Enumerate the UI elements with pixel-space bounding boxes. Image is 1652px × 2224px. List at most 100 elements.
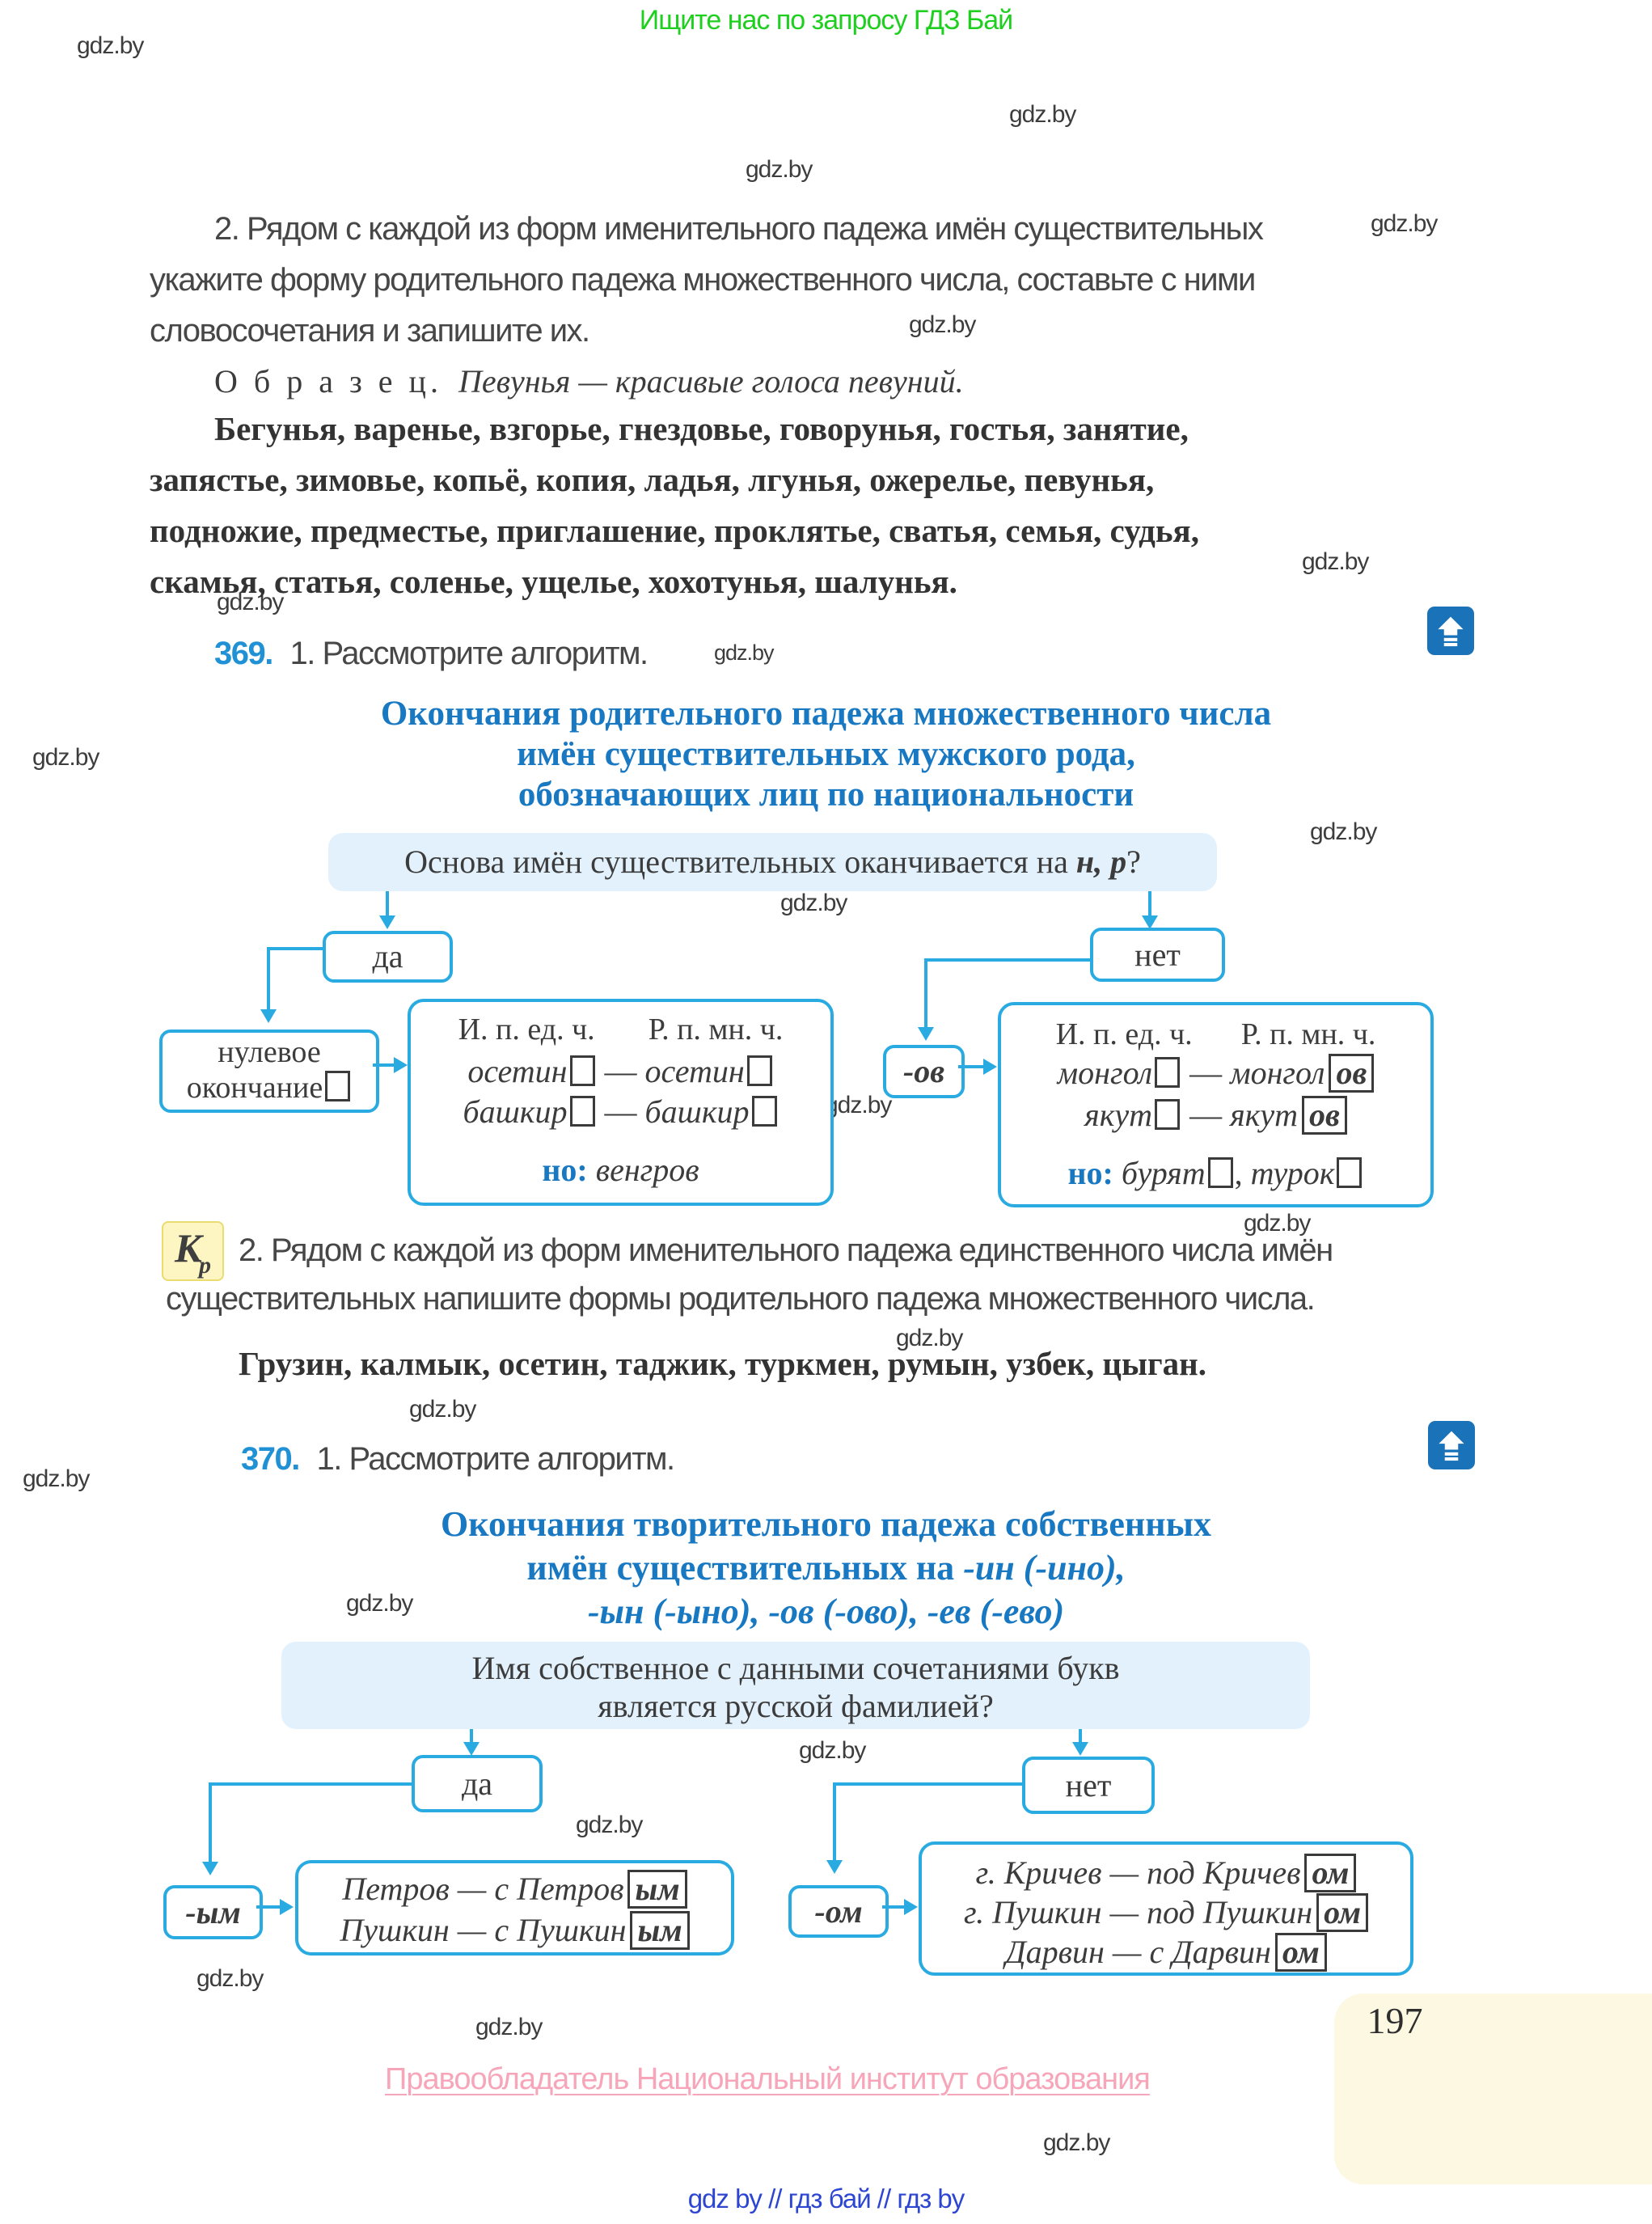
flow1-question-text: Основа имён существительных оканчивается… bbox=[404, 844, 1076, 880]
flow1-arrowhead-down bbox=[379, 915, 395, 929]
algorithm2-heading: Окончания творительного падежа собственн… bbox=[0, 1503, 1652, 1634]
watermark-gdz: gdz.by bbox=[825, 1092, 892, 1118]
ending-box-ym: ым bbox=[630, 1911, 690, 1950]
heading-line: имён существительных мужского рода, bbox=[517, 735, 1135, 773]
flow1-question-emphasis: н, р bbox=[1075, 844, 1127, 880]
kr-letter: К bbox=[175, 1225, 202, 1271]
obrazec-example: Певунья — красивые голоса певуний. bbox=[458, 363, 964, 400]
heading-line: обозначающих лиц по национальности bbox=[518, 776, 1134, 814]
watermark-gdz: gdz.by bbox=[780, 890, 847, 916]
watermark-gdz: gdz.by bbox=[475, 2014, 543, 2040]
watermark-gdz: gdz.by bbox=[23, 1465, 90, 1492]
flow2-arrow-line bbox=[256, 1905, 281, 1909]
heading-line: -ын (-ыно), -ов (-ово), -ев (-ево) bbox=[587, 1592, 1065, 1631]
task1-paragraph: 2. Рядом с каждой из форм именительного … bbox=[150, 204, 1379, 357]
kr-sub-letter: р bbox=[198, 1252, 211, 1279]
heading-line: имён существительных на -ин (-ино), bbox=[526, 1548, 1126, 1588]
flow1-yes-box: да bbox=[323, 931, 453, 983]
page-number-panel bbox=[1334, 1994, 1652, 2184]
ending-box-om: ом bbox=[1274, 1933, 1327, 1972]
exercise-370-intro: 370. 1. Рассмотрите алгоритм. bbox=[241, 1441, 675, 1478]
flow1-arrow-line bbox=[386, 891, 389, 917]
flow2-om-ending-box: -ом bbox=[788, 1885, 889, 1938]
flow2-arrowhead-right bbox=[904, 1899, 918, 1915]
flow1-arrow-line bbox=[373, 1063, 395, 1067]
ending-box-om: ом bbox=[1316, 1893, 1369, 1932]
flow2-no-box: нет bbox=[1022, 1757, 1155, 1814]
arrow-up-icon bbox=[1439, 1431, 1464, 1461]
kr-control-badge: Кр bbox=[162, 1221, 224, 1281]
word-list-line: запястье, зимовье, копьё, копия, ладья, … bbox=[150, 461, 1155, 498]
flow2-ym-ending-box: -ым bbox=[163, 1885, 263, 1939]
ending-box-om: ом bbox=[1304, 1854, 1357, 1892]
flow2-arrowhead-down bbox=[826, 1860, 843, 1874]
page-number: 197 bbox=[1367, 2000, 1423, 2041]
word-list-line: скамья, статья, соленье, ущелье, хохотун… bbox=[150, 563, 957, 600]
empty-ending-square bbox=[569, 1055, 595, 1086]
example-row: башкир — башкир bbox=[411, 1093, 830, 1131]
flow1-arrowhead-right bbox=[394, 1057, 408, 1073]
watermark-gdz: gdz.by bbox=[217, 589, 284, 615]
flow2-arrowhead-down bbox=[463, 1742, 480, 1756]
flow1-examples-left-box: И. п. ед. ч.Р. п. мн. ч. осетин — осетин… bbox=[408, 999, 834, 1206]
watermark-gdz: gdz.by bbox=[32, 744, 99, 771]
flow2-yes-box: да bbox=[412, 1755, 543, 1812]
watermark-gdz: gdz.by bbox=[746, 156, 813, 183]
flow2-arrowhead-down bbox=[1072, 1742, 1088, 1756]
copyright-link[interactable]: Правообладатель Национальный институт об… bbox=[385, 2062, 1151, 2096]
watermark-gdz: gdz.by bbox=[576, 1812, 643, 1838]
task1-line: 2. Рядом с каждой из форм именительного … bbox=[214, 211, 1264, 247]
flow1-arrowhead-right bbox=[983, 1059, 997, 1075]
flow2-arrowhead-down bbox=[202, 1862, 218, 1875]
flow1-arrowhead-down bbox=[918, 1027, 934, 1041]
flow1-arrowhead-down bbox=[1142, 915, 1158, 929]
empty-ending-square bbox=[1207, 1157, 1233, 1188]
case-col-nominative: И. п. ед. ч. bbox=[1055, 1017, 1193, 1051]
zero-ending-line: нулевое bbox=[218, 1035, 321, 1069]
empty-ending-square bbox=[325, 1071, 351, 1101]
empty-ending-square bbox=[1337, 1157, 1363, 1188]
flow2-arrowhead-right bbox=[280, 1899, 294, 1915]
case-col-genitive: Р. п. мн. ч. bbox=[648, 1013, 784, 1046]
empty-ending-square bbox=[751, 1096, 777, 1127]
watermark-gdz: gdz.by bbox=[409, 1396, 476, 1423]
watermark-gdz: gdz.by bbox=[346, 1590, 413, 1617]
flow2-arrow-line bbox=[882, 1905, 906, 1909]
footer-links[interactable]: gdz by // гдз бай // гдз by bbox=[687, 2184, 965, 2213]
flow1-zero-ending-box: нулевое окончание bbox=[159, 1030, 379, 1113]
exception-word: бурят bbox=[1121, 1155, 1206, 1191]
flow1-arrow-line bbox=[958, 1065, 985, 1068]
back-to-top-icon[interactable] bbox=[1428, 1421, 1475, 1469]
word-list-line: подножие, предместье, приглашение, прокл… bbox=[150, 512, 1199, 549]
flow1-ov-ending-box: -ов bbox=[883, 1045, 965, 1098]
watermark-gdz: gdz.by bbox=[1009, 101, 1076, 128]
ending-box-ov: ов bbox=[1302, 1096, 1347, 1135]
watermark-gdz: gdz.by bbox=[1302, 548, 1369, 575]
exception-row: но: бурят, турок bbox=[1001, 1154, 1430, 1192]
flow2-arrow-line bbox=[470, 1729, 473, 1744]
nationality-word-list: Грузин, калмык, осетин, таджик, туркмен,… bbox=[239, 1345, 1206, 1382]
flow2-question-line: Имя собственное с данными сочетаниями бу… bbox=[471, 1650, 1120, 1686]
watermark-gdz: gdz.by bbox=[196, 1965, 264, 1992]
exception-word: турок bbox=[1250, 1155, 1335, 1191]
flow1-elbow-line bbox=[267, 947, 270, 1011]
watermark-gdz: gdz.by bbox=[1244, 1210, 1311, 1237]
case-col-genitive: Р. п. мн. ч. bbox=[1240, 1017, 1376, 1051]
flow2-elbow-line bbox=[210, 1782, 412, 1786]
empty-ending-square bbox=[746, 1055, 772, 1086]
exception-row: но: венгров bbox=[411, 1151, 830, 1189]
flow2-elbow-line bbox=[209, 1782, 212, 1863]
example-row: осетин — осетин bbox=[411, 1052, 830, 1090]
arrow-up-icon bbox=[1438, 616, 1464, 647]
task2-line: 2. Рядом с каждой из форм именительного … bbox=[239, 1233, 1333, 1268]
task1-line: словосочетания и запишите их. bbox=[150, 313, 590, 349]
back-to-top-icon[interactable] bbox=[1427, 607, 1474, 655]
watermark-gdz: gdz.by bbox=[1043, 2129, 1110, 2156]
